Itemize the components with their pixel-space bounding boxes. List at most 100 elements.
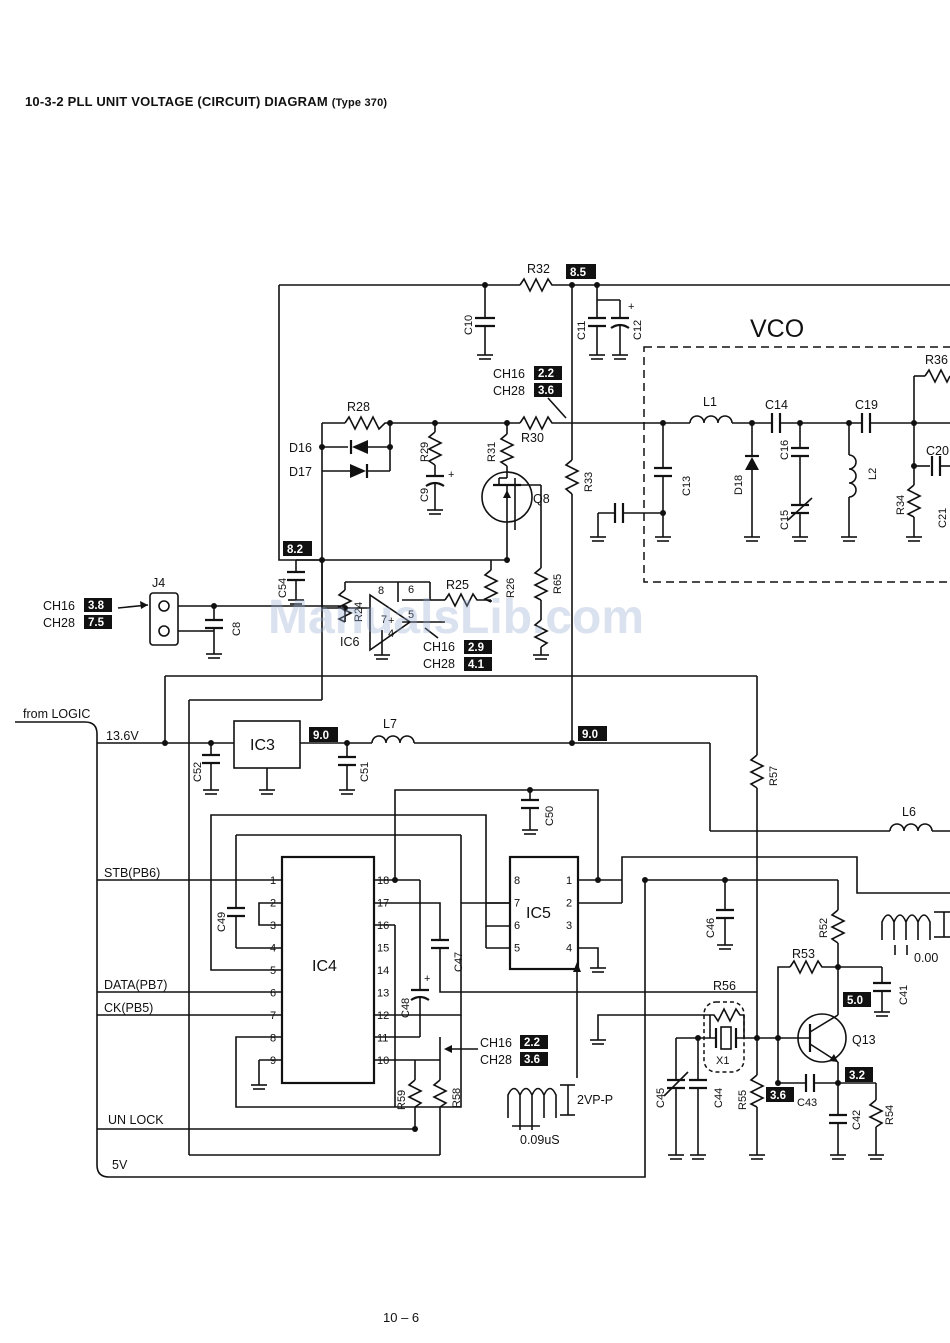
svg-text:9.0: 9.0	[582, 729, 598, 741]
ic6-supply-voltage: 8.2	[283, 541, 312, 556]
c16-label: C16	[779, 440, 791, 460]
c54-capacitor: C54	[277, 559, 322, 605]
r29-label: R29	[419, 442, 431, 462]
r56-label: R56	[713, 979, 736, 993]
r26-r65: R26 R65	[483, 560, 564, 660]
r59-label: R59	[396, 1090, 408, 1110]
r25-resistor: R25	[430, 578, 491, 608]
ic6-label: IC6	[340, 635, 360, 649]
c10-capacitor: C10	[463, 285, 495, 360]
svg-text:5: 5	[408, 609, 414, 621]
q13-oscillator: C46 R52 R53 C41 5.0 Q13 3.2 C42	[590, 877, 910, 1160]
v5-label: 5V	[112, 1158, 128, 1172]
c11-label: C11	[576, 321, 588, 340]
r52-label: R52	[818, 918, 830, 938]
svg-text:3.6: 3.6	[524, 1054, 540, 1066]
svg-text:+: +	[628, 301, 634, 313]
svg-text:8: 8	[378, 585, 384, 597]
d18-label: D18	[733, 475, 745, 495]
ic4-pin-label: 3	[270, 920, 276, 932]
ic5-pin-label: 7	[514, 898, 520, 910]
r32-voltage: 8.5	[566, 264, 596, 279]
ic5-pin-label: 8	[514, 875, 520, 887]
r53-label: R53	[792, 947, 815, 961]
ic4-pin-label: 6	[270, 988, 276, 1000]
c46-label: C46	[705, 918, 717, 938]
r34-label: R34	[895, 495, 907, 515]
c48-label: C48	[400, 998, 412, 1018]
ic6-feedback-rail	[319, 520, 510, 563]
x1-label: X1	[716, 1055, 729, 1067]
r29-c9: + R29 C9	[419, 423, 454, 515]
c49-label: C49	[216, 912, 228, 932]
ic6-opamp: R24 8 7 6 5 4 + IC6	[321, 560, 445, 660]
c21-label: C21	[937, 508, 949, 528]
l1-label: L1	[703, 395, 717, 409]
q13-label: Q13	[852, 1033, 876, 1047]
v136-label: 13.6V	[106, 729, 139, 743]
page-number: 10 – 6	[383, 1310, 420, 1325]
r25-label: R25	[446, 578, 469, 592]
waveform-right-period: 0.00	[914, 951, 938, 965]
svg-text:6: 6	[408, 584, 414, 596]
svg-text:+: +	[424, 973, 430, 985]
stb-label: STB(PB6)	[104, 866, 160, 880]
r24-label: R24	[353, 602, 365, 622]
ic4-pin-label: 10	[377, 1055, 389, 1067]
svg-text:3.2: 3.2	[849, 1070, 865, 1082]
svg-text:7.5: 7.5	[88, 617, 105, 629]
ic4-wiring: STB(PB6) DATA(PB7) CK(PB5) UN LOCK 5V C4…	[97, 789, 757, 1172]
ic4-pin-label: 9	[270, 1055, 276, 1067]
ic5-pin-label: 4	[566, 943, 572, 955]
control-line	[319, 420, 690, 450]
c41-label: C41	[898, 985, 910, 1005]
ic4-pin-label: 15	[377, 943, 389, 955]
ic5-label: IC5	[526, 905, 551, 922]
r32-resistor: R32 8.5	[519, 262, 596, 293]
r33-resistor: R33	[564, 285, 595, 740]
svg-text:CH16: CH16	[480, 1036, 512, 1050]
ic4-pin-label: 1	[270, 875, 276, 887]
power-supply-section: from LOGIC 13.6V IC3 C52 9.0 C51 L7 9.0	[15, 675, 950, 1178]
vco-block: VCO C13 L1 D18 C14	[590, 315, 950, 583]
c43-label: C43	[797, 1097, 817, 1109]
from-logic-label: from LOGIC	[23, 707, 90, 721]
r65-label: R65	[552, 574, 564, 594]
svg-text:CH16: CH16	[43, 599, 75, 613]
r57-label: R57	[768, 766, 780, 786]
l6-label: L6	[902, 805, 916, 819]
svg-text:2.2: 2.2	[524, 1037, 540, 1049]
c12-label: C12	[632, 320, 644, 340]
q13-emitter-voltage: 3.2	[845, 1067, 873, 1082]
c50-label: C50	[544, 806, 556, 826]
r28-label: R28	[347, 400, 370, 414]
svg-text:+: +	[388, 615, 394, 627]
r55-label: R55	[737, 1090, 749, 1110]
r31-label: R31	[486, 442, 498, 462]
r58-label: R58	[451, 1088, 463, 1108]
ic5-pin-label: 3	[566, 920, 572, 932]
r57-resistor: R57	[749, 754, 780, 1038]
c8-label: C8	[231, 622, 243, 636]
l2-label: L2	[867, 468, 879, 480]
title-type: (Type 370)	[331, 97, 388, 109]
r36-label: R36	[925, 353, 948, 367]
c9-label: C9	[419, 488, 431, 502]
svg-text:3.8: 3.8	[88, 600, 105, 612]
c11-c12-capacitors: + C11 C12	[576, 285, 644, 360]
ic4-pin-label: 13	[377, 988, 389, 1000]
svg-text:2.2: 2.2	[538, 368, 554, 380]
vco-label: VCO	[750, 315, 804, 343]
c44-label: C44	[713, 1088, 725, 1108]
c54-label: C54	[277, 578, 289, 598]
ic4-label: IC4	[312, 958, 337, 975]
ck-label: CK(PB5)	[104, 1001, 153, 1015]
d17-label: D17	[289, 465, 312, 479]
c19-label: C19	[855, 398, 878, 412]
watermark: ManualsLib.com	[268, 591, 645, 644]
unlock-label: UN LOCK	[108, 1113, 164, 1127]
d16-label: D16	[289, 441, 312, 455]
svg-text:3.6: 3.6	[538, 385, 554, 397]
